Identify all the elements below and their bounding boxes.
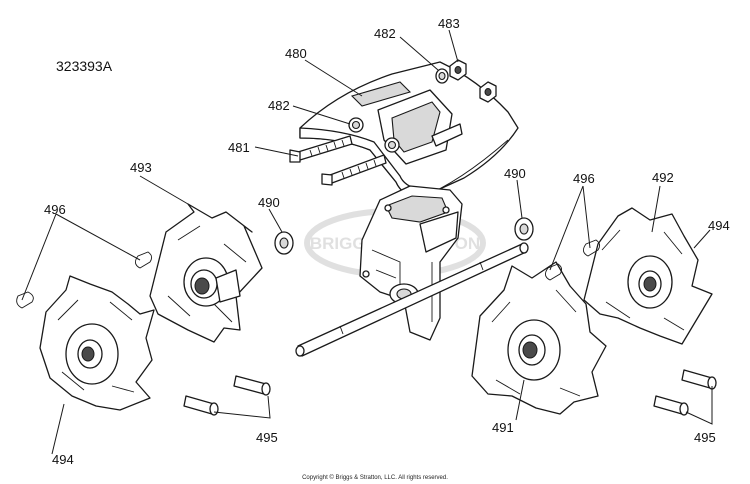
- label-483: 483: [438, 16, 460, 31]
- label-495-left: 495: [256, 430, 278, 445]
- label-490-left: 490: [258, 195, 280, 210]
- label-490-right: 490: [504, 166, 526, 181]
- hairpin-clips-right: [545, 239, 601, 281]
- tine-491: [471, 261, 607, 415]
- label-491: 491: [492, 420, 514, 435]
- label-494-left: 494: [52, 452, 74, 467]
- label-481: 481: [228, 140, 250, 155]
- label-495-right: 495: [694, 430, 716, 445]
- bushing-482-right: [435, 68, 449, 84]
- label-480: 480: [285, 46, 307, 61]
- diagram-code: 323393A: [56, 58, 113, 74]
- hairpin-clips-left: [16, 251, 153, 309]
- bolts-481: [289, 135, 387, 186]
- label-482-top: 482: [374, 26, 396, 41]
- label-494-right: 494: [708, 218, 730, 233]
- leader-lines: [21, 29, 713, 455]
- label-496-left: 496: [44, 202, 66, 217]
- axle-shaft: [295, 242, 529, 357]
- tine-492: [583, 207, 713, 345]
- transmission-housing: [359, 185, 463, 341]
- tine-493: [149, 203, 263, 343]
- nut-483: [449, 59, 497, 103]
- washer-490-right: [514, 217, 534, 241]
- bushing-482-left: [348, 117, 400, 153]
- shield-cover: [299, 61, 519, 199]
- clevis-pins-left: [183, 375, 271, 416]
- label-493: 493: [130, 160, 152, 175]
- clevis-pins-right: [653, 369, 717, 416]
- label-496-right: 496: [573, 171, 595, 186]
- copyright-notice: Copyright © Briggs & Stratton, LLC. All …: [302, 475, 448, 481]
- label-492: 492: [652, 170, 674, 185]
- tine-494-left: [39, 275, 155, 411]
- washer-490-left: [274, 231, 294, 255]
- label-482-left: 482: [268, 98, 290, 113]
